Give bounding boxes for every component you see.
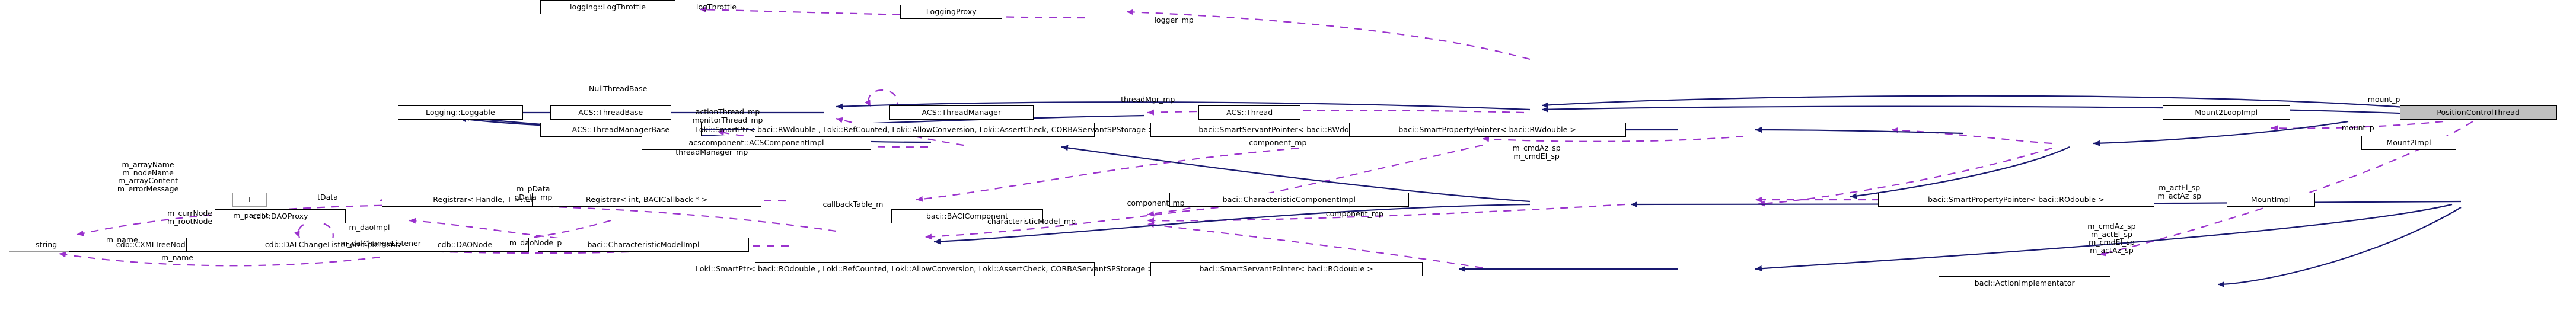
- edge-label-m-array-group: m_arrayName m_nodeName m_arrayContent m_…: [117, 160, 179, 193]
- edge-label-m-dao-node-p: m_daoNode_p: [509, 238, 562, 247]
- node-baci-characteristiccomponentimpl[interactable]: baci::CharacteristicComponentImpl: [1169, 193, 1409, 207]
- node-loki-smartptr-rodouble[interactable]: Loki::SmartPtr< baci::ROdouble , Loki::R…: [696, 262, 1154, 276]
- node-registrar-int-bacicallback[interactable]: Registrar< int, BACICallback * >: [532, 193, 762, 207]
- node-mount2impl[interactable]: Mount2Impl: [2361, 136, 2457, 150]
- node-cdb-daoproxy[interactable]: cdb::DAOProxy: [215, 209, 346, 223]
- node-acs-threadmanagerbase[interactable]: ACS::ThreadManagerBase: [540, 123, 702, 137]
- edge-label-m-name-left: m_name: [106, 235, 138, 244]
- node-baci-smartservantpointer-rodouble[interactable]: baci::SmartServantPointer< baci::ROdoubl…: [1150, 262, 1423, 276]
- node-baci-smartpropertypointer-rwdouble[interactable]: baci::SmartPropertyPointer< baci::RWdoub…: [1348, 123, 1626, 137]
- edge-label-action-monitor-thread: actionThread_mp monitorThread_mp: [692, 107, 763, 124]
- edge-label-component-mp-top: component_mp: [1249, 138, 1307, 147]
- node-acs-threadmanager[interactable]: ACS::ThreadManager: [889, 105, 1034, 120]
- node-loki-smartptr-rwdouble[interactable]: Loki::SmartPtr< baci::RWdouble , Loki::R…: [695, 123, 1155, 137]
- node-acs-thread[interactable]: ACS::Thread: [1198, 105, 1300, 120]
- node-baci-actionimplementator[interactable]: baci::ActionImplementator: [1939, 276, 2111, 290]
- node-t-template-param[interactable]: T: [232, 193, 267, 207]
- node-baci-characteristicmodelimpl[interactable]: baci::CharacteristicModelImpl: [537, 238, 750, 252]
- node-cdb-daonode[interactable]: cdb::DAONode: [401, 238, 529, 252]
- edge-label-m-curr-root-node: m_currNode m_rootNode: [167, 209, 213, 226]
- edge-label-log-throttle: logThrottle: [696, 2, 737, 11]
- edge-label-m-dal-change-listener: m_dalChangeListener: [340, 239, 421, 248]
- edge-label-component-mp-mid: component_mp: [1127, 199, 1185, 207]
- edge-label-thread-mgr-mp: threadMgr_mp: [1121, 95, 1175, 104]
- edge-label-mount-p-top: mount_p: [2367, 95, 2400, 104]
- edge-label-logger-mp: logger_mp: [1154, 15, 1194, 24]
- edge-label-m-dao-impl: m_daoImpl: [349, 223, 390, 232]
- edge-label-m-parent: m_parent: [233, 211, 269, 220]
- edge-label-null-thread-base: NullThreadBase: [588, 84, 648, 93]
- edge-label-m-cmd-act-sp: m_cmdAz_sp m_actEl_sp m_cmdEl_sp m_actAz…: [2087, 222, 2136, 255]
- node-logging-logthrottle[interactable]: logging::LogThrottle: [540, 0, 676, 14]
- edge-label-m-pdata: m_pData pData_mp: [514, 184, 553, 201]
- edge-label-m-name-bottom: m_name: [161, 253, 194, 262]
- node-mountimpl[interactable]: MountImpl: [2227, 193, 2315, 207]
- edge-label-component-mp-bottom: component_mp: [1325, 209, 1383, 218]
- node-logging-loggable[interactable]: Logging::Loggable: [397, 105, 524, 120]
- edge-label-callback-table-m: callbackTable_m: [822, 200, 884, 209]
- edge-label-characteristic-model-mp: characteristicModel_mp: [987, 217, 1076, 226]
- node-loggingproxy[interactable]: LoggingProxy: [900, 5, 1002, 19]
- node-baci-bacicomponent[interactable]: baci::BACIComponent: [891, 209, 1043, 223]
- edge-label-mount-p-bottom: mount_p: [2341, 123, 2374, 132]
- edge-label-m-cmd-sp-rw: m_cmdAz_sp m_cmdEl_sp: [1512, 143, 1561, 161]
- node-acs-threadbase[interactable]: ACS::ThreadBase: [550, 105, 671, 120]
- edge-label-thread-manager-mp: threadManager_mp: [675, 148, 748, 156]
- edge-label-t-data: tData: [317, 193, 338, 201]
- edge-label-m-act-sp: m_actEl_sp m_actAz_sp: [2157, 183, 2202, 200]
- node-positioncontrolthread[interactable]: PositionControlThread: [2399, 105, 2557, 120]
- node-baci-smartpropertypointer-rodouble[interactable]: baci::SmartPropertyPointer< baci::ROdoub…: [1877, 193, 2155, 207]
- node-mount2loopimpl[interactable]: Mount2LoopImpl: [2162, 105, 2290, 120]
